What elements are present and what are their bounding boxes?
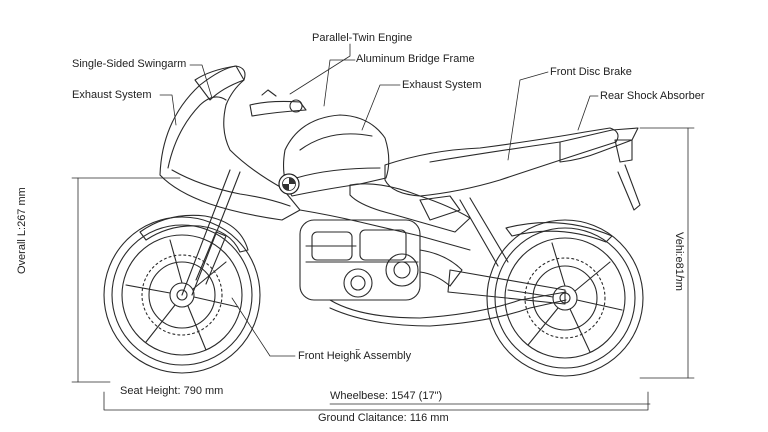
bmw-roundel-icon (278, 173, 300, 195)
label-front-disc-brake: Front Disc Brake (550, 66, 632, 78)
label-aluminum-bridge-frame: Aluminum Bridge Frame (356, 53, 475, 65)
front-fairing (159, 65, 301, 221)
rear-shock (459, 197, 509, 267)
label-rear-shock-absorber: Rear Shock Absorber (600, 90, 705, 102)
label-ground-clearance: Ground Claitance: 116 mm (318, 412, 449, 424)
exhaust-pipe (329, 291, 567, 319)
label-wheelbase: Wheelbese: 1547 (17") (330, 390, 443, 402)
label-single-sided-swingarm: Single-Sided Swingarm (72, 58, 187, 70)
callout-leaders (159, 43, 599, 357)
swingarm (447, 269, 566, 305)
label-exhaust-system-right: Exhaust System (402, 79, 482, 91)
tail-section (559, 127, 639, 163)
label-overall-length: Overall L:267 mm (16, 187, 28, 274)
label-front-height-assembly: Front Heighࠛk Assembly (298, 350, 412, 362)
front-wheel (103, 216, 261, 374)
side-panel (349, 183, 471, 233)
front-fender (139, 214, 249, 253)
engine (299, 219, 463, 301)
front-fork (181, 169, 241, 296)
label-seat-height: Seat Height: 790 mm (120, 385, 224, 397)
dimension-lines (71, 127, 695, 411)
rear-wheel (486, 219, 644, 377)
label-exhaust-system-left: Exhaust System (72, 89, 152, 101)
handlebar (249, 89, 307, 117)
fuel-tank (283, 114, 390, 197)
label-parallel-twin-engine: Parallel-Twin Engine (312, 32, 413, 44)
seat (384, 127, 619, 197)
label-vehicle-height: Vehi:e81ℎm (673, 232, 685, 291)
